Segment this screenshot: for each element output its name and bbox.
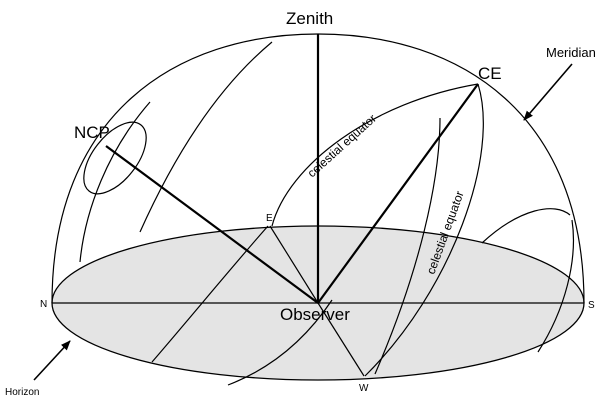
horizon-arrow bbox=[34, 341, 70, 380]
ncp-label: NCP bbox=[74, 123, 110, 142]
meridian-arrow bbox=[524, 64, 572, 120]
observer-label: Observer bbox=[280, 305, 350, 324]
ce-label: CE bbox=[478, 64, 502, 83]
diurnal-arc-6 bbox=[482, 209, 570, 243]
north-label: N bbox=[40, 299, 47, 310]
horizon-label: Horizon bbox=[5, 387, 39, 396]
zenith-label: Zenith bbox=[286, 9, 333, 28]
diurnal-arc-2 bbox=[140, 42, 272, 232]
west-label: W bbox=[359, 383, 369, 394]
meridian-label: Meridian bbox=[546, 45, 596, 60]
celestial-equator-upper-label: celestial equator bbox=[305, 111, 379, 180]
east-label: E bbox=[266, 213, 273, 224]
south-label: S bbox=[588, 300, 595, 311]
